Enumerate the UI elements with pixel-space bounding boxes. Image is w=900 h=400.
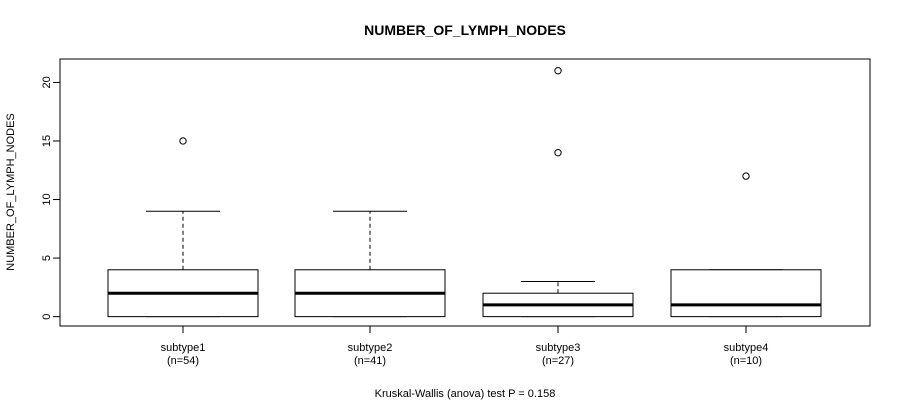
iqr-box bbox=[670, 269, 822, 318]
category-label: subtype2 bbox=[348, 342, 393, 354]
y-tick-label: 0 bbox=[41, 314, 53, 320]
y-tick-label: 15 bbox=[41, 135, 53, 147]
category-labels: subtype1(n=54) subtype2(n=41) subtype3(n=2… bbox=[161, 326, 769, 367]
box-group-subtype1 bbox=[107, 137, 259, 318]
category-count-label: (n=41) bbox=[354, 355, 386, 367]
category-label: subtype1 bbox=[161, 342, 206, 354]
box-group-subtype3 bbox=[482, 67, 634, 318]
outlier-point bbox=[179, 137, 187, 145]
category-count-label: (n=54) bbox=[167, 355, 199, 367]
y-axis: 0 5 10 15 20 bbox=[41, 76, 61, 320]
outlier-point bbox=[742, 172, 750, 180]
category-label: subtype3 bbox=[536, 342, 581, 354]
footnote-test-result: Kruskal-Wallis (anova) test P = 0.158 bbox=[375, 388, 556, 400]
outlier-point bbox=[554, 67, 562, 75]
y-axis-label: NUMBER_OF_LYMPH_NODES bbox=[5, 113, 17, 271]
y-tick-label: 5 bbox=[41, 255, 53, 261]
chart-title: NUMBER_OF_LYMPH_NODES bbox=[364, 22, 566, 38]
box-group-subtype4 bbox=[670, 172, 822, 318]
y-tick-label: 10 bbox=[41, 193, 53, 205]
category-count-label: (n=27) bbox=[542, 355, 574, 367]
category-count-label: (n=10) bbox=[730, 355, 762, 367]
box-group-subtype2 bbox=[294, 210, 446, 318]
category-label: subtype4 bbox=[724, 342, 769, 354]
y-tick-label: 20 bbox=[41, 76, 53, 88]
boxes-layer bbox=[107, 67, 822, 318]
outlier-point bbox=[554, 148, 562, 157]
